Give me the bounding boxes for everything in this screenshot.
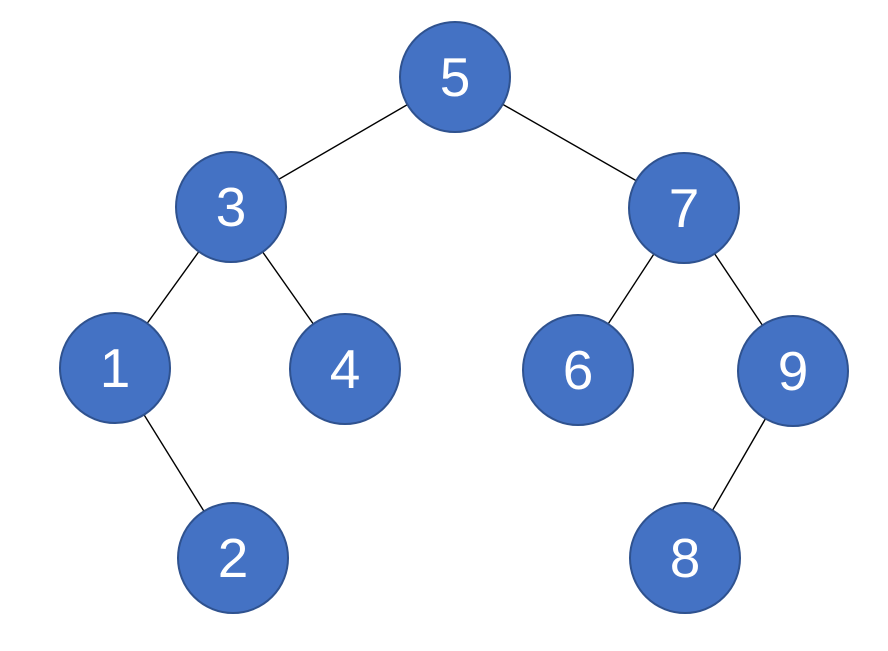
node-label-3: 3 <box>215 175 247 238</box>
tree-node-9: 9 <box>737 315 849 427</box>
tree-node-1: 1 <box>59 312 171 424</box>
tree-node-8: 8 <box>629 502 741 614</box>
tree-node-3: 3 <box>175 151 287 263</box>
tree-node-5: 5 <box>399 21 511 133</box>
node-label-5: 5 <box>439 45 471 108</box>
node-label-7: 7 <box>668 176 700 239</box>
node-label-1: 1 <box>99 336 131 399</box>
node-label-4: 4 <box>329 337 361 400</box>
tree-node-7: 7 <box>628 152 740 264</box>
tree-node-6: 6 <box>522 314 634 426</box>
node-label-2: 2 <box>217 526 249 589</box>
node-label-6: 6 <box>562 338 594 401</box>
node-label-9: 9 <box>777 339 809 402</box>
tree-node-2: 2 <box>177 502 289 614</box>
tree-node-4: 4 <box>289 313 401 425</box>
node-label-8: 8 <box>669 526 701 589</box>
